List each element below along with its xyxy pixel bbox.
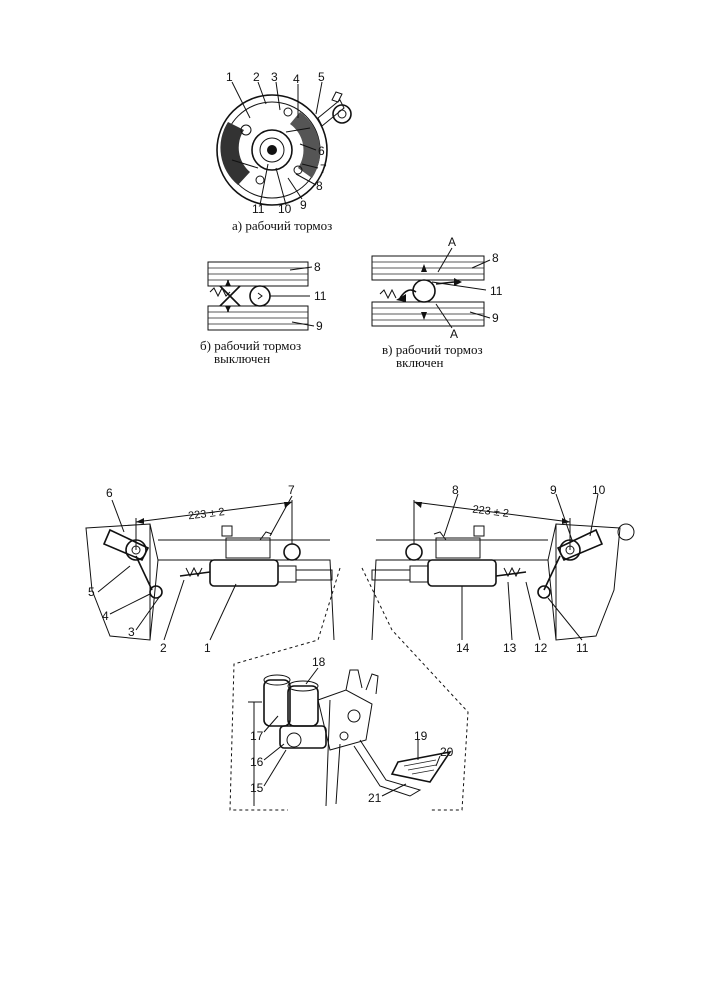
label-top-2: 2 [253,70,260,84]
label-bottom-6: 6 [106,486,113,500]
label-bottom-5: 5 [88,585,95,599]
label-b-8: 8 [314,260,321,274]
label-top-6: 6 [318,144,325,158]
label-b-9: 9 [316,319,323,333]
label-bottom-14: 14 [456,641,470,655]
label-top-3: 3 [271,70,278,84]
label-bottom-20: 20 [440,745,454,759]
label-top-7: 7 [320,162,327,176]
drum-brake-diagram: 1 2 3 4 5 6 7 8 9 10 11 а) рабочий тормо… [216,70,352,233]
label-bottom-10: 10 [592,483,606,497]
label-bottom-18: 18 [312,655,326,669]
label-bottom-3: 3 [128,625,135,639]
caption-b-line1: б) рабочий тормоз [200,338,301,353]
caption-b-line2: выключен [214,351,270,366]
label-c-A-top: A [448,235,456,249]
caption-c-line1: в) рабочий тормоз [382,342,483,357]
label-top-5: 5 [318,70,325,84]
label-top-10: 10 [278,202,292,216]
caption-a: а) рабочий тормоз [232,218,332,233]
label-bottom-8: 8 [452,483,459,497]
label-c-A-bottom: A [450,327,458,341]
label-bottom-11: 11 [576,641,589,655]
pedal-assembly-diagram: 18 17 16 15 19 20 21 [248,655,454,807]
label-top-1: 1 [226,70,233,84]
label-b-11: 11 [314,289,327,303]
label-top-11: 11 [252,202,265,216]
label-c-9: 9 [492,311,499,325]
label-top-9: 9 [300,198,307,212]
label-bottom-21: 21 [368,791,382,805]
label-bottom-19: 19 [414,729,428,743]
label-bottom-1: 1 [204,641,211,655]
label-top-8: 8 [316,179,323,193]
left-actuator-diagram: 223 ± 2 6 7 5 4 3 2 1 [85,483,341,811]
dimension-left: 223 ± 2 [187,506,225,522]
label-bottom-2: 2 [160,641,167,655]
label-bottom-7: 7 [288,483,295,497]
label-c-8: 8 [492,251,499,265]
label-bottom-13: 13 [503,641,517,655]
caption-c-line2: включен [396,355,443,370]
label-bottom-9: 9 [550,483,557,497]
label-bottom-4: 4 [102,609,109,623]
label-bottom-16: 16 [250,755,264,769]
label-top-4: 4 [293,72,300,86]
label-bottom-17: 17 [250,729,264,743]
right-actuator-diagram: 223 ± 2 8 9 10 11 12 13 14 [361,483,635,811]
label-bottom-12: 12 [534,641,548,655]
label-c-11: 11 [490,284,503,298]
brake-on-diagram: A 8 11 A 9 в) рабочий тормоз включен [371,235,503,370]
dimension-right: 223 ± 2 [472,504,510,520]
label-bottom-15: 15 [250,781,264,795]
brake-off-diagram: 8 11 9 б) рабочий тормоз выключен [200,260,327,366]
